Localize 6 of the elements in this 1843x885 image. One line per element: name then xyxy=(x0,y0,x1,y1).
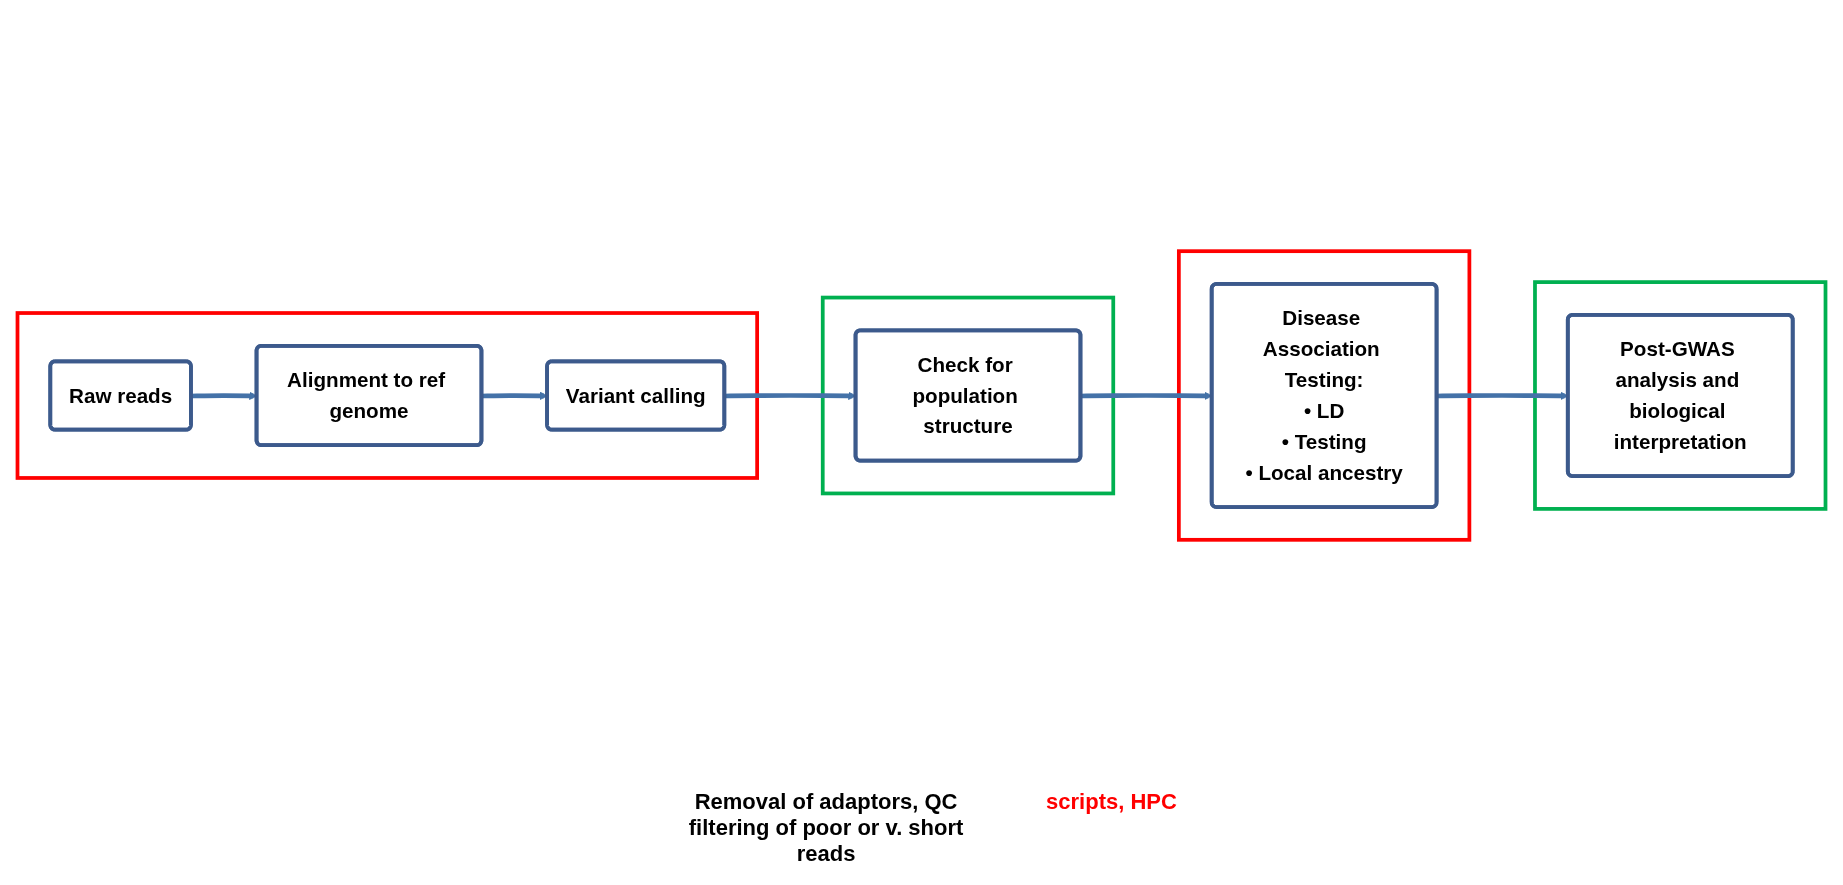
cluster xyxy=(1533,280,1828,511)
cluster xyxy=(15,311,759,480)
cluster xyxy=(820,295,1116,496)
note-text: scripts, HPC xyxy=(1046,789,1177,816)
cluster xyxy=(1177,249,1472,542)
note-text: Removal of adaptors, QC filtering of poor or v. short reads xyxy=(687,789,965,867)
